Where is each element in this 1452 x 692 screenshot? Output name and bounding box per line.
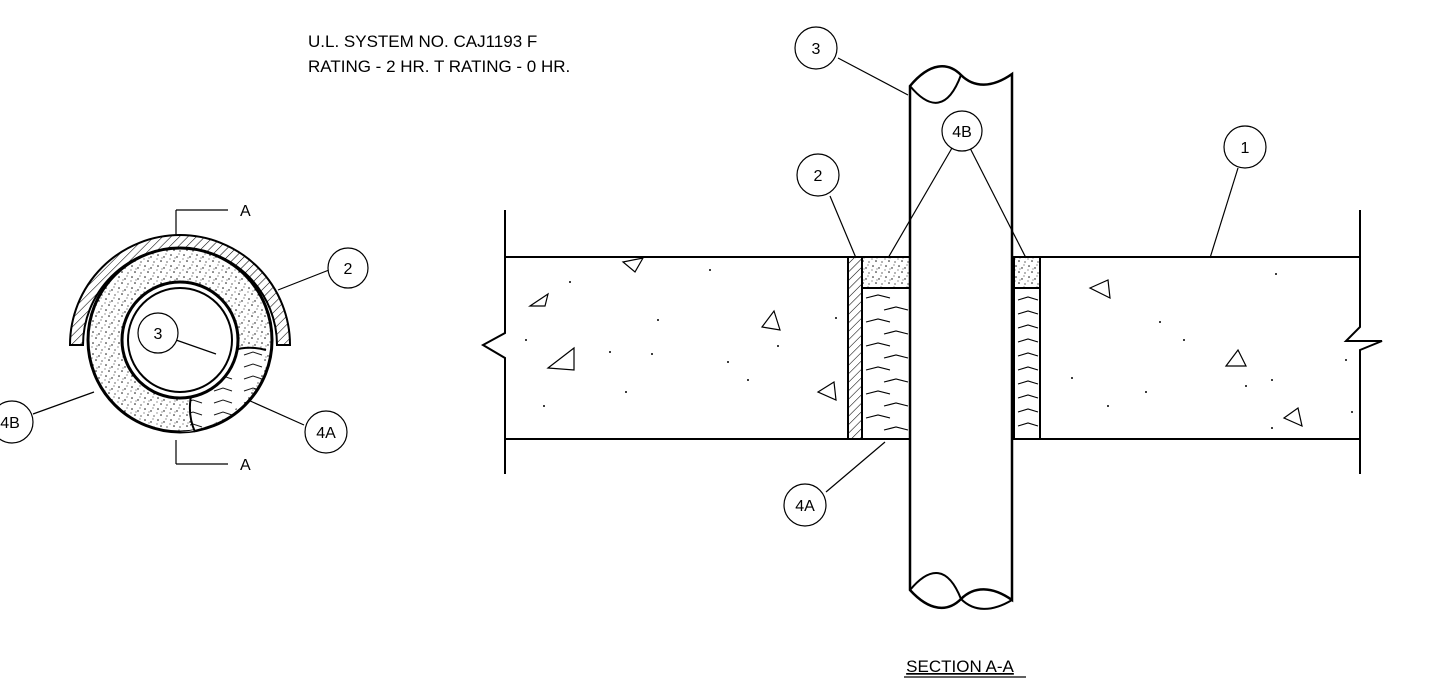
section-callout-4a-bubble [783, 483, 827, 527]
packing-texture-right [1017, 296, 1039, 427]
plan-callout-4a-bubble [304, 410, 348, 454]
pipe-bottom-break [909, 572, 1013, 610]
steel-sleeve [847, 256, 863, 440]
pipe-top-break [909, 74, 962, 104]
plan-callout-4b-bubble [0, 400, 34, 444]
rating-text: RATING - 2 HR. T RATING - 0 HR. [308, 57, 570, 76]
concrete-aggregate-dots [525, 269, 1353, 429]
section-callout-3-bubble [794, 26, 838, 70]
concrete-aggregate-marks [528, 257, 1303, 428]
section-title: SECTION A-A [906, 657, 1014, 676]
plan-callout-4b: 4B [0, 415, 20, 432]
packing-material-left [861, 287, 911, 440]
section-view: 3 4B 2 1 4A SECTION A-A [480, 26, 1383, 678]
section-callout-4a: 4A [795, 498, 815, 515]
ul-system-number: U.L. SYSTEM NO. CAJ1193 F [308, 32, 537, 51]
section-mark-bottom: A [240, 457, 251, 474]
packing-material-right [1013, 287, 1041, 440]
section-callout-3: 3 [812, 41, 821, 58]
fill-material-left [861, 256, 911, 289]
section-callout-4b: 4B [952, 124, 972, 141]
section-mark-top: A [240, 203, 251, 220]
packing-texture-left [865, 294, 909, 431]
plan-callout-3-bubble [137, 312, 179, 354]
plan-callout-4a: 4A [316, 425, 336, 442]
plan-callout-3: 3 [154, 326, 163, 343]
plan-callout-2-bubble [327, 247, 369, 289]
plan-callout-2: 2 [344, 261, 353, 278]
section-callout-2: 2 [814, 168, 823, 185]
section-callout-2-bubble [796, 153, 840, 197]
plan-view: A A 2 3 4B 4A [0, 203, 369, 474]
concrete-slab-left [480, 210, 848, 474]
section-callout-1: 1 [1241, 140, 1250, 157]
pipe-inner-circle [127, 287, 233, 393]
section-callout-1-bubble [1223, 125, 1267, 169]
fill-material-right [1013, 256, 1041, 289]
pipe-outer-circle [120, 280, 240, 400]
concrete-slab-right [1040, 210, 1383, 474]
section-callout-4b-bubble [941, 110, 983, 152]
